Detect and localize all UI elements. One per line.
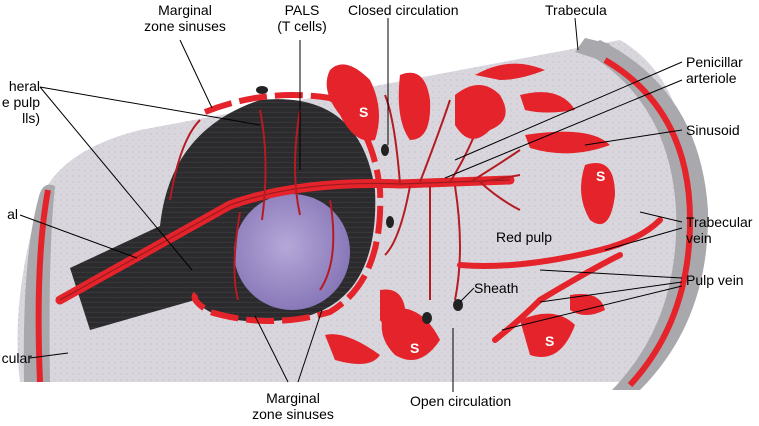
sinusoid-mark: S (545, 333, 555, 349)
sinusoid-mark: S (410, 340, 420, 356)
label-closed-circulation: Closed circulation (348, 2, 459, 18)
label-sinusoid: Sinusoid (686, 122, 740, 138)
label-left-cut-3: cular (1, 350, 32, 366)
artery-core (59, 179, 511, 301)
trabecula-branch (575, 38, 610, 60)
sinusoids (325, 63, 615, 364)
label-left-cut-2: al (7, 206, 18, 222)
trabecular-vein (603, 57, 694, 388)
pulp-veins (457, 217, 663, 343)
leader-lines (19, 17, 683, 392)
left-trabecular-vein (35, 189, 51, 383)
germinal-center (234, 194, 350, 310)
sinusoid-mark: S (596, 168, 606, 184)
marginal-zone-sinus (191, 92, 384, 324)
label-trabecula: Trabecula (545, 2, 607, 18)
label-red-pulp: Red pulp (496, 229, 553, 245)
label-pals: PALS(T cells) (277, 2, 327, 34)
label-open-circulation: Open circulation (410, 393, 512, 409)
label-pulp-vein: Pulp vein (686, 272, 744, 288)
label-sheath: Sheath (474, 280, 519, 296)
sinusoid-mark: S (359, 104, 369, 120)
